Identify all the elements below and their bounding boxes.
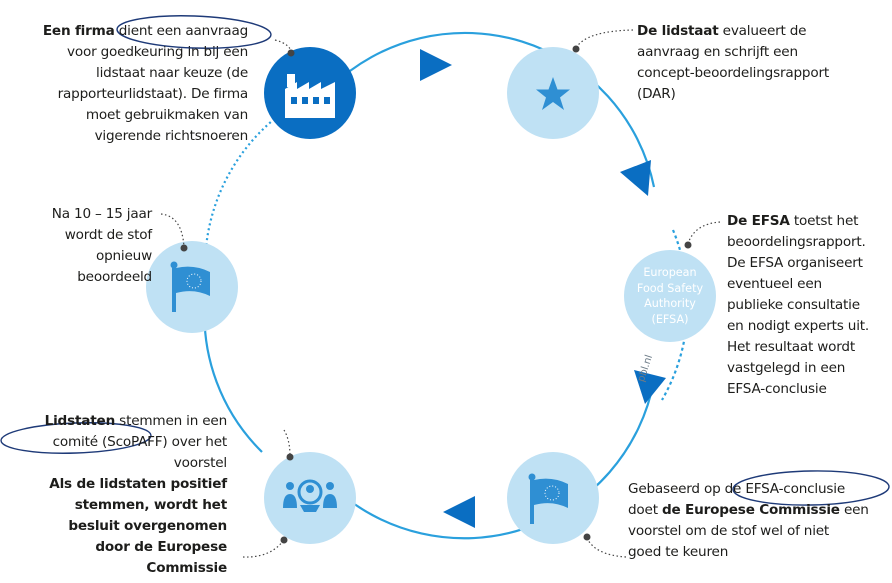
step-efsa-line: beoordelingsrapport. bbox=[727, 234, 866, 250]
step-vote-bold: besluit overgenomen bbox=[68, 518, 227, 534]
step-reassessment-line: Na 10 – 15 jaar bbox=[51, 206, 152, 222]
step-firm-line: vigerende richtsnoeren bbox=[94, 128, 249, 144]
node-vote bbox=[264, 452, 356, 544]
step-commission-line: doet bbox=[628, 502, 662, 518]
step-efsa-line: Het resultaat wordt bbox=[727, 339, 855, 355]
step-vote-bold: door de Europese bbox=[95, 539, 227, 555]
step-firm-line: lidstaat naar keuze (de bbox=[96, 65, 248, 81]
efsa-circle-line: European bbox=[643, 266, 697, 279]
step-efsa-text: De EFSA toetst het beoordelingsrapport. … bbox=[727, 211, 890, 400]
step-member-state-text: De lidstaat evalueert de aanvraag en sch… bbox=[637, 21, 882, 105]
efsa-circle-line: Authority bbox=[644, 297, 696, 310]
step-vote-bold: Als de lidstaten positief bbox=[49, 476, 227, 492]
step-commission-text: Gebaseerd op de EFSA-conclusie doet de E… bbox=[628, 479, 890, 563]
arrow-firm-to-member-state bbox=[420, 49, 452, 81]
step-member-state-bold: De lidstaat bbox=[637, 23, 719, 39]
node-member-state bbox=[507, 47, 599, 139]
annotation-ellipse-aanvraag bbox=[116, 15, 272, 49]
step-efsa-line: publieke consultatie bbox=[727, 297, 860, 313]
step-efsa-line: en nodigt experts uit. bbox=[727, 318, 870, 334]
step-firm-line: dient een aanvraag bbox=[114, 23, 249, 39]
step-vote-bold: stemmen, wordt het bbox=[74, 497, 227, 513]
eu-flag-icon bbox=[528, 473, 568, 524]
node-firm bbox=[264, 47, 356, 139]
step-efsa-line: vastgelegd in een bbox=[727, 360, 846, 376]
efsa-circle-line: (EFSA) bbox=[651, 312, 689, 326]
step-member-state-line: concept-beoordelingsrapport bbox=[637, 65, 829, 81]
step-commission-bold: de Europese Commissie bbox=[661, 502, 840, 518]
step-reassessment-line: wordt de stof bbox=[64, 227, 152, 243]
step-reassessment-line: beoordeeld bbox=[77, 269, 152, 285]
eu-flag-icon bbox=[170, 261, 210, 312]
step-commission-line: voorstel om de stof wel of niet bbox=[628, 523, 830, 539]
annotation-ellipse-scopaff bbox=[0, 422, 152, 454]
step-vote-bold: Lidstaten bbox=[44, 413, 116, 429]
scopaff-committee-icon bbox=[283, 479, 337, 512]
node-efsa bbox=[624, 250, 716, 342]
efsa-circle-line: Food Safety bbox=[636, 281, 704, 295]
step-vote-bold: Commissie bbox=[146, 560, 227, 576]
arrow-efsa-to-commission bbox=[634, 370, 666, 404]
step-reassessment-line: opnieuw bbox=[95, 248, 152, 264]
step-vote-line: voorstel bbox=[173, 455, 227, 471]
step-vote-text: Lidstaten stemmen in een comité (ScoPAFF… bbox=[4, 411, 228, 579]
step-member-state-line: aanvraag en schrijft een bbox=[637, 44, 798, 60]
step-commission-line: een bbox=[839, 502, 869, 518]
node-reassessment bbox=[146, 241, 238, 333]
star-icon bbox=[536, 77, 570, 110]
step-efsa-line: eventueel een bbox=[727, 276, 822, 292]
step-efsa-bold: De EFSA bbox=[727, 213, 790, 229]
step-member-state-line: (DAR) bbox=[637, 86, 676, 102]
efsa-circle-label: European Food Safety Authority (EFSA) bbox=[630, 265, 710, 327]
step-vote-line: comité (ScoPAFF) over het bbox=[52, 434, 228, 450]
step-firm-line: rapporteurlidstaat). De firma bbox=[57, 86, 249, 102]
step-efsa-line: toetst het bbox=[789, 213, 859, 229]
step-commission-line: goed te keuren bbox=[628, 544, 729, 560]
factory-icon bbox=[285, 74, 335, 118]
step-firm-line: voor goedkeuring in bij een bbox=[67, 44, 248, 60]
step-member-state-line: evalueert de bbox=[718, 23, 807, 39]
step-firm-text: Een firma dient een aanvraag voor goedke… bbox=[14, 21, 248, 147]
step-commission-line: Gebaseerd op de EFSA-conclusie bbox=[628, 481, 845, 497]
annotation-ellipses bbox=[0, 15, 890, 506]
arrow-commission-to-vote bbox=[443, 496, 475, 528]
annotation-ellipse-efsa-conclusie bbox=[732, 470, 890, 506]
step-efsa-line: EFSA-conclusie bbox=[727, 381, 827, 397]
arrow-member-state-to-efsa bbox=[620, 160, 651, 196]
step-firm-line: moet gebruikmaken van bbox=[85, 107, 248, 123]
node-commission bbox=[507, 452, 599, 544]
leader-lines bbox=[160, 29, 721, 558]
step-firm-bold: Een firma bbox=[42, 23, 115, 39]
step-efsa-line: De EFSA organiseert bbox=[727, 255, 863, 271]
leader-dots bbox=[180, 45, 692, 544]
step-reassessment-text: Na 10 – 15 jaar wordt de stof opnieuw be… bbox=[8, 204, 152, 288]
step-vote-line: stemmen in een bbox=[115, 413, 227, 429]
